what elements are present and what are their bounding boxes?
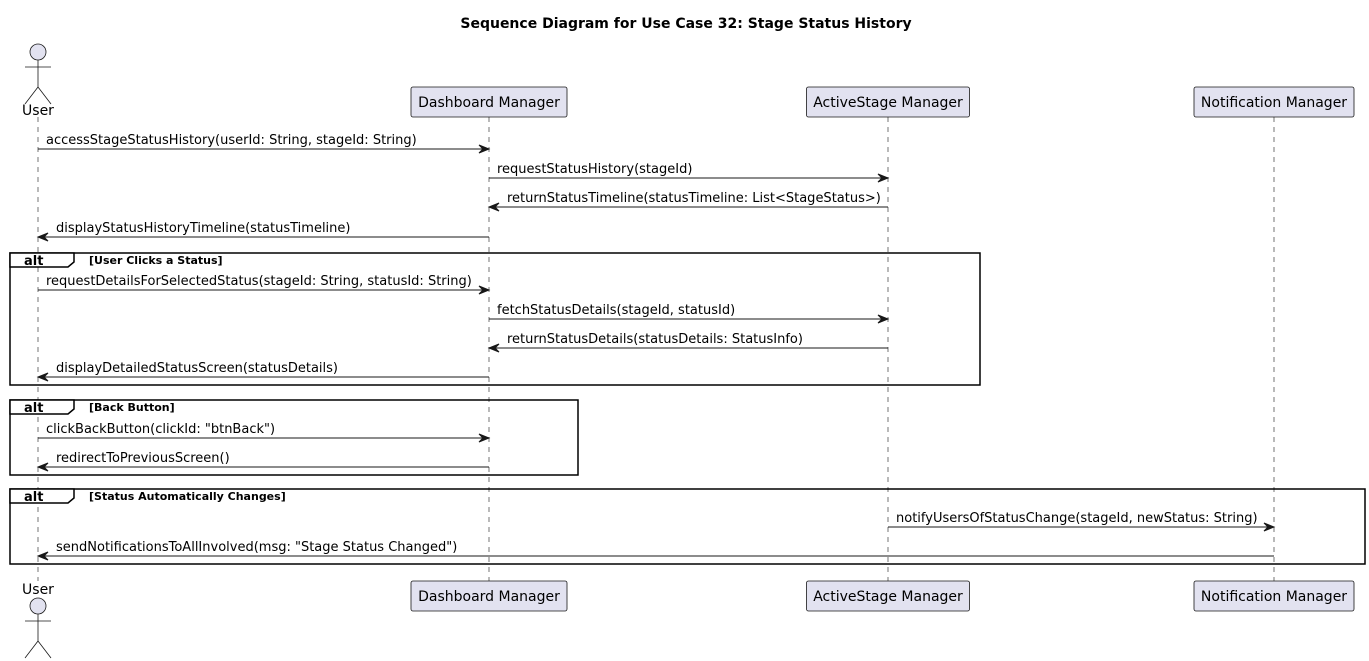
actor-top-user: User [22,43,54,119]
participant-bottom-dash: Dashboard Manager [410,580,568,612]
fragment-tab [9,488,75,504]
diagram-title: Sequence Diagram for Use Case 32: Stage … [460,16,911,32]
arrowhead [36,551,49,561]
participant-label-top-dash: Dashboard Manager [418,95,560,111]
message-3: returnStatusTimeline(statusTimeline: Lis… [487,191,888,212]
participant-label-top-active: ActiveStage Manager [813,95,963,111]
fragment-condition: [User Clicks a Status] [89,254,223,267]
participant-box [410,580,568,612]
fragment-tab [9,399,75,415]
fragment-label: alt [24,254,43,269]
fragment-condition: [Status Automatically Changes] [89,490,286,503]
message-11: notifyUsersOfStatusChange(stageId, newSt… [888,511,1276,532]
message-label: requestStatusHistory(stageId) [497,162,692,177]
message-label: redirectToPreviousScreen() [56,451,230,466]
fragment-frame [9,399,579,476]
message-9: clickBackButton(clickId: "btnBack") [38,422,491,443]
participant-bottom-active: ActiveStage Manager [806,580,970,612]
message-4: displayStatusHistoryTimeline(statusTimel… [36,221,489,242]
arrowhead [36,462,49,472]
actor-leg-right [37,640,52,659]
alt-fragment-2: alt [Back Button] [9,399,579,476]
actor-bottom-user: User [22,582,54,659]
arrowhead [478,144,491,154]
message-label: notifyUsersOfStatusChange(stageId, newSt… [896,511,1258,526]
alt-fragment-3: alt [Status Automatically Changes] [9,488,1366,565]
arrowhead [1263,522,1276,532]
arrowhead [36,232,49,242]
participant-label-top-notif: Notification Manager [1201,95,1347,111]
message-label: fetchStatusDetails(stageId, statusId) [497,303,735,318]
participant-bottom-notif: Notification Manager [1193,580,1355,612]
participant-label-bottom-dash: Dashboard Manager [418,589,560,605]
message-label: displayDetailedStatusScreen(statusDetail… [56,361,338,376]
participant-label-bottom-notif: Notification Manager [1201,589,1347,605]
participant-label-top-user: User [22,103,54,119]
message-label: accessStageStatusHistory(userId: String,… [46,133,417,148]
message-8: displayDetailedStatusScreen(statusDetail… [36,361,489,382]
actor-leg-right [37,86,52,105]
actor-head [29,43,47,61]
actor-head [29,597,47,615]
arrowhead [877,173,890,183]
actor-leg-left [24,86,39,105]
participant-top-active: ActiveStage Manager [806,86,970,118]
arrowhead [487,343,500,353]
fragment-frame [9,488,1366,565]
participant-label-bottom-user: User [22,582,54,598]
message-label: displayStatusHistoryTimeline(statusTimel… [56,221,350,236]
fragment-tab [9,252,75,268]
message-label: sendNotificationsToAllInvolved(msg: "Sta… [56,540,457,555]
message-10: redirectToPreviousScreen() [36,451,489,472]
arrowhead [487,202,500,212]
participant-box [806,86,970,118]
arrowhead [877,314,890,324]
message-label: returnStatusTimeline(statusTimeline: Lis… [507,191,881,206]
participant-box [410,86,568,118]
fragment-label: alt [24,490,43,505]
participant-top-dash: Dashboard Manager [410,86,568,118]
message-5: requestDetailsForSelectedStatus(stageId:… [38,274,491,295]
participant-top-notif: Notification Manager [1193,86,1355,118]
message-label: clickBackButton(clickId: "btnBack") [46,422,275,437]
message-6: fetchStatusDetails(stageId, statusId) [489,303,890,324]
arrowhead [478,433,491,443]
message-7: returnStatusDetails(statusDetails: Statu… [487,332,888,353]
arrowhead [36,372,49,382]
fragment-label: alt [24,401,43,416]
message-label: returnStatusDetails(statusDetails: Statu… [507,332,803,347]
actor-leg-left [24,640,39,659]
participant-box [1193,86,1355,118]
message-label: requestDetailsForSelectedStatus(stageId:… [46,274,472,289]
message-2: requestStatusHistory(stageId) [489,162,890,183]
fragment-condition: [Back Button] [89,401,175,414]
fragment-frame [9,252,981,386]
alt-fragment-1: alt [User Clicks a Status] [9,252,981,386]
participant-label-bottom-active: ActiveStage Manager [813,589,963,605]
arrowhead [478,285,491,295]
message-12: sendNotificationsToAllInvolved(msg: "Sta… [36,540,1274,561]
participant-box [806,580,970,612]
message-1: accessStageStatusHistory(userId: String,… [38,133,491,154]
participant-box [1193,580,1355,612]
